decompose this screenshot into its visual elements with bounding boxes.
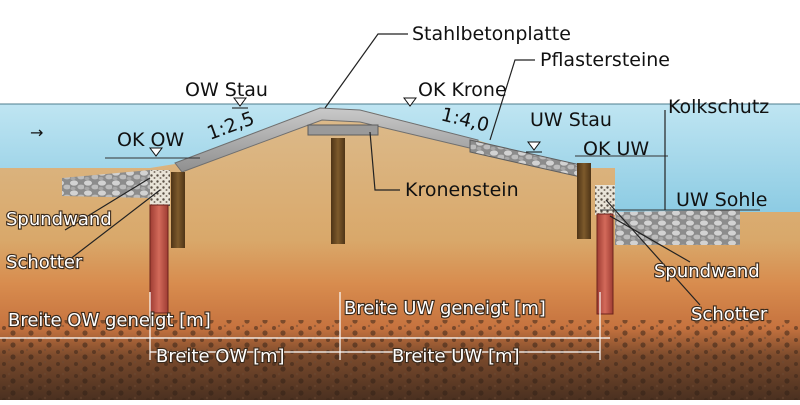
label-ok-ow: OK OW	[117, 129, 184, 151]
leader-spundwand-right	[609, 215, 691, 263]
label-breite-ow: Breite OW [m]	[156, 346, 285, 367]
gravel-left	[150, 170, 170, 206]
label-ok-krone: OK Krone	[418, 79, 507, 101]
label-kronenstein: Kronenstein	[405, 179, 519, 201]
sheet-pile-left	[149, 204, 169, 314]
label-kolkschutz: Kolkschutz	[668, 96, 769, 118]
label-uw-stau: UW Stau	[530, 109, 612, 131]
scour-protection	[615, 210, 740, 245]
label-ok-uw: OK UW	[583, 138, 649, 160]
gravel-right	[595, 185, 615, 215]
leader-pflastersteine	[489, 59, 535, 141]
uw-stau-marker	[526, 141, 542, 153]
label-breite-uw-geneigt: Breite UW geneigt [m]	[344, 298, 546, 319]
label-pflastersteine: Pflastersteine	[540, 49, 670, 71]
leader-schotter-right	[605, 199, 701, 306]
flow-direction-arrow: →	[30, 123, 43, 142]
leader-spundwand-left	[64, 177, 151, 231]
ok-ow-marker	[149, 147, 163, 157]
timber-pile-3	[577, 163, 591, 239]
label-uw-sohle: UW Sohle	[676, 189, 767, 211]
label-breite-ow-geneigt: Breite OW geneigt [m]	[8, 310, 211, 331]
label-breite-uw: Breite UW [m]	[392, 346, 520, 367]
label-ow-stau: OW Stau	[185, 79, 268, 101]
timber-pile-2	[331, 138, 345, 244]
leader-schotter-left	[64, 189, 161, 264]
label-schotter-right: Schotter	[691, 304, 768, 325]
ow-stau-marker	[232, 97, 248, 109]
label-stahlbetonplatte: Stahlbetonplatte	[412, 23, 571, 45]
deep-soil-texture	[0, 320, 800, 400]
dimension-lines	[0, 292, 610, 360]
ok-krone-marker	[403, 97, 417, 107]
crown-stone	[307, 124, 379, 136]
leader-stahlbetonplatte	[324, 33, 408, 109]
timber-pile-1	[171, 172, 185, 248]
label-spundwand-left: Spundwand	[6, 209, 112, 230]
label-schotter-left: Schotter	[6, 252, 83, 273]
label-spundwand-right: Spundwand	[654, 261, 760, 282]
leader-kronenstein	[369, 131, 400, 191]
sheet-pile-right	[596, 213, 614, 315]
